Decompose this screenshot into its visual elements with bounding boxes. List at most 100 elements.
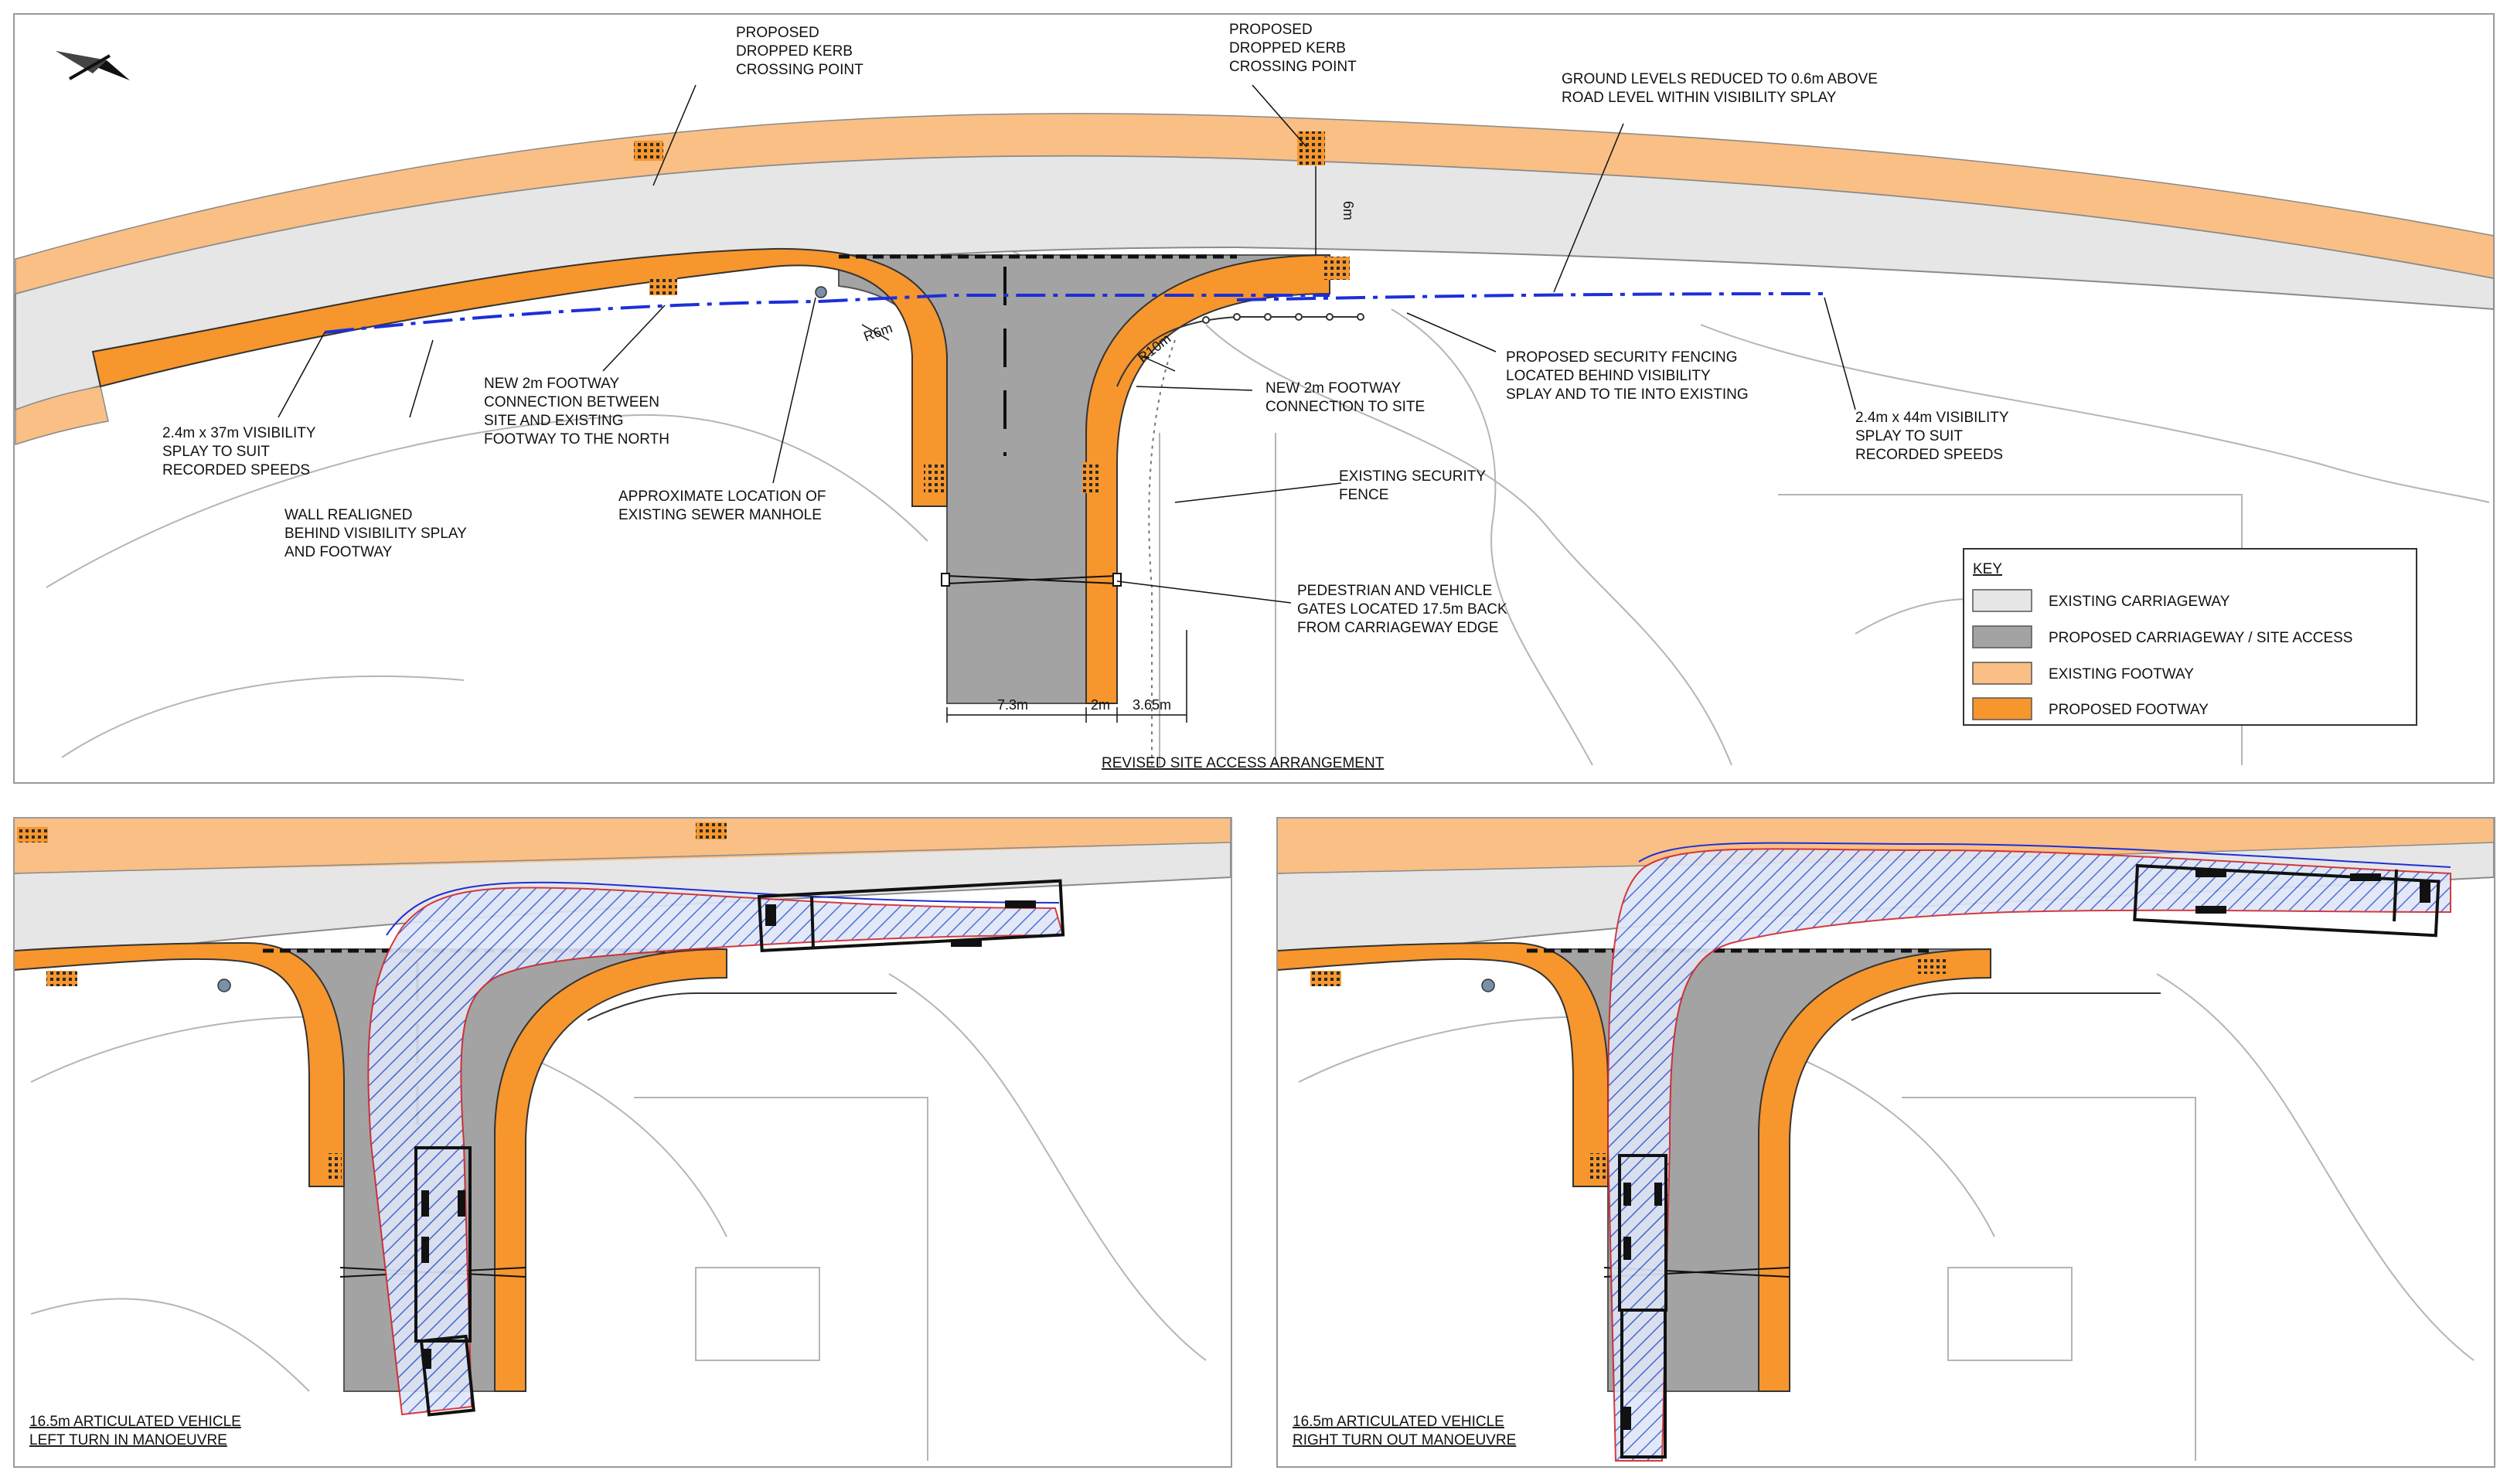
label-line: SPLAY TO SUIT [1855, 428, 1963, 444]
label-line: 2.4m x 44m VISIBILITY [1855, 410, 2009, 426]
tactile-paving [1310, 971, 1341, 986]
left-caption-line: LEFT TURN IN MANOEUVRE [29, 1432, 227, 1448]
label-line: SPLAY TO SUIT [162, 444, 270, 460]
label-line: NEW 2m FOOTWAY [1265, 380, 1402, 397]
swept-path-outline [386, 881, 1060, 936]
label-line: AND FOOTWAY [284, 544, 393, 560]
label-wall-realigned: WALL REALIGNED BEHIND VISIBILITY SPLAY A… [284, 507, 467, 560]
tactile-paving [1590, 1153, 1606, 1181]
tactile-paving [326, 1153, 342, 1181]
proposed-footway-east [1758, 948, 1991, 1392]
label-sewer-manhole: APPROXIMATE LOCATION OF EXISTING SEWER M… [618, 488, 826, 523]
proposed-security-fence [1851, 992, 2161, 1021]
legend-label: EXISTING FOOTWAY [2049, 666, 2194, 682]
proposed-security-fence [587, 992, 897, 1021]
label-line: EXISTING SEWER MANHOLE [618, 507, 822, 523]
label-line: FOOTWAY TO THE NORTH [484, 431, 669, 448]
label-new-footway-north: NEW 2m FOOTWAY CONNECTION BETWEEN SITE A… [484, 376, 669, 448]
label-line: CONNECTION BETWEEN [484, 394, 659, 410]
fence-posts [1202, 313, 1364, 324]
tactile-paving [1297, 131, 1325, 165]
leader-lines [278, 84, 1856, 604]
right-caption-line: 16.5m ARTICULATED VEHICLE [1293, 1414, 1504, 1430]
swept-path-outline [1638, 842, 2451, 868]
dim-footway-width: 2m [1091, 697, 1110, 713]
label-line: PROPOSED [736, 25, 819, 41]
label-dropped-kerb-east: PROPOSED DROPPED KERB CROSSING POINT [1229, 22, 1357, 75]
site-gates [941, 573, 1122, 587]
label-line: RECORDED SPEEDS [162, 462, 310, 478]
label-line: CONNECTION TO SITE [1265, 399, 1425, 415]
visibility-splay-west [324, 294, 1330, 334]
label-line: DROPPED KERB [736, 43, 853, 60]
articulated-vehicle [414, 879, 1065, 1417]
tactile-paving [1917, 958, 1948, 974]
label-line: DROPPED KERB [1229, 40, 1346, 56]
left-panel: 16.5m ARTICULATED VEHICLE LEFT TURN IN M… [13, 817, 1232, 1468]
tactile-paving [696, 822, 727, 839]
tactile-paving [649, 277, 677, 295]
sewer-manhole [815, 286, 827, 298]
tactile-paving [46, 971, 77, 986]
existing-footway-southwest [15, 386, 109, 446]
legend-label: PROPOSED CARRIAGEWAY / SITE ACCESS [2049, 630, 2352, 646]
articulated-vehicle [1618, 863, 2441, 1458]
label-existing-fence: EXISTING SECURITY FENCE [1339, 468, 1486, 503]
vehicle-wheels [1623, 870, 2430, 1430]
proposed-security-fence [1116, 316, 1361, 387]
label-line: ROAD LEVEL WITHIN VISIBILITY SPLAY [1562, 90, 1837, 106]
tactile-paving [924, 462, 944, 493]
label-line: LOCATED BEHIND VISIBILITY [1506, 368, 1711, 384]
right-panel: 16.5m ARTICULATED VEHICLE RIGHT TURN OUT… [1276, 817, 2495, 1468]
dim-offset: 6m [1340, 201, 1356, 220]
main-panel-title: REVISED SITE ACCESS ARRANGEMENT [1102, 755, 1385, 771]
right-caption-line: RIGHT TURN OUT MANOEUVRE [1293, 1432, 1516, 1448]
label-gates: PEDESTRIAN AND VEHICLE GATES LOCATED 17.… [1297, 583, 1507, 636]
label-line: WALL REALIGNED [284, 507, 412, 523]
dim-carriageway-width: 7.3m [997, 697, 1028, 713]
label-line: PROPOSED [1229, 22, 1313, 38]
proposed-footway-west [15, 941, 345, 1187]
label-line: SPLAY AND TO TIE INTO EXISTING [1506, 386, 1749, 403]
swept-path-right-turn-out [1606, 848, 2451, 1462]
left-caption-line: 16.5m ARTICULATED VEHICLE [29, 1414, 241, 1430]
label-line: GROUND LEVELS REDUCED TO 0.6m ABOVE [1562, 71, 1878, 87]
legend-heading: KEY [1973, 561, 2002, 577]
legend-swatch-proposed-footway [1972, 697, 2032, 720]
label-line: GATES LOCATED 17.5m BACK [1297, 601, 1507, 618]
dim-verge-width: 3.65m [1133, 697, 1171, 713]
label-line: 2.4m x 37m VISIBILITY [162, 425, 316, 441]
tactile-paving [1323, 257, 1350, 280]
label-line: FROM CARRIAGEWAY EDGE [1297, 620, 1498, 636]
north-arrow-icon [56, 51, 130, 80]
sewer-manhole [1481, 979, 1495, 992]
dimension-lines [861, 166, 1317, 723]
label-ground-levels: GROUND LEVELS REDUCED TO 0.6m ABOVE ROAD… [1562, 71, 1878, 106]
label-new-footway-site: NEW 2m FOOTWAY CONNECTION TO SITE [1265, 380, 1425, 415]
label-line: EXISTING SECURITY [1339, 468, 1486, 485]
label-line: BEHIND VISIBILITY SPLAY [284, 526, 467, 542]
label-dropped-kerb-west: PROPOSED DROPPED KERB CROSSING POINT [736, 25, 863, 78]
proposed-footway-west [91, 247, 948, 507]
tactile-paving [1082, 462, 1099, 493]
label-line: NEW 2m FOOTWAY [484, 376, 620, 392]
sewer-manhole [217, 979, 231, 992]
legend-swatch-existing-footway [1972, 662, 2032, 685]
label-line: PEDESTRIAN AND VEHICLE [1297, 583, 1492, 599]
existing-footway-north [15, 819, 1231, 874]
label-line: PROPOSED SECURITY FENCING [1506, 349, 1737, 366]
legend-swatch-proposed-carriageway [1972, 625, 2032, 648]
swept-path-left-turn-in [367, 887, 1064, 1416]
tactile-paving [634, 141, 663, 161]
label-splay-44: 2.4m x 44m VISIBILITY SPLAY TO SUIT RECO… [1855, 410, 2009, 463]
proposed-footway-east [494, 948, 727, 1392]
legend-label: PROPOSED FOOTWAY [2049, 702, 2209, 718]
proposed-footway-east [1085, 254, 1330, 704]
legend-frame [1963, 548, 2417, 726]
visibility-splay-east [1236, 292, 1825, 301]
main-panel: PROPOSED DROPPED KERB CROSSING POINT PRO… [13, 13, 2495, 784]
legend-swatch-existing-carriageway [1972, 589, 2032, 612]
label-security-fencing: PROPOSED SECURITY FENCING LOCATED BEHIND… [1506, 349, 1749, 403]
label-line: CROSSING POINT [1229, 59, 1357, 75]
